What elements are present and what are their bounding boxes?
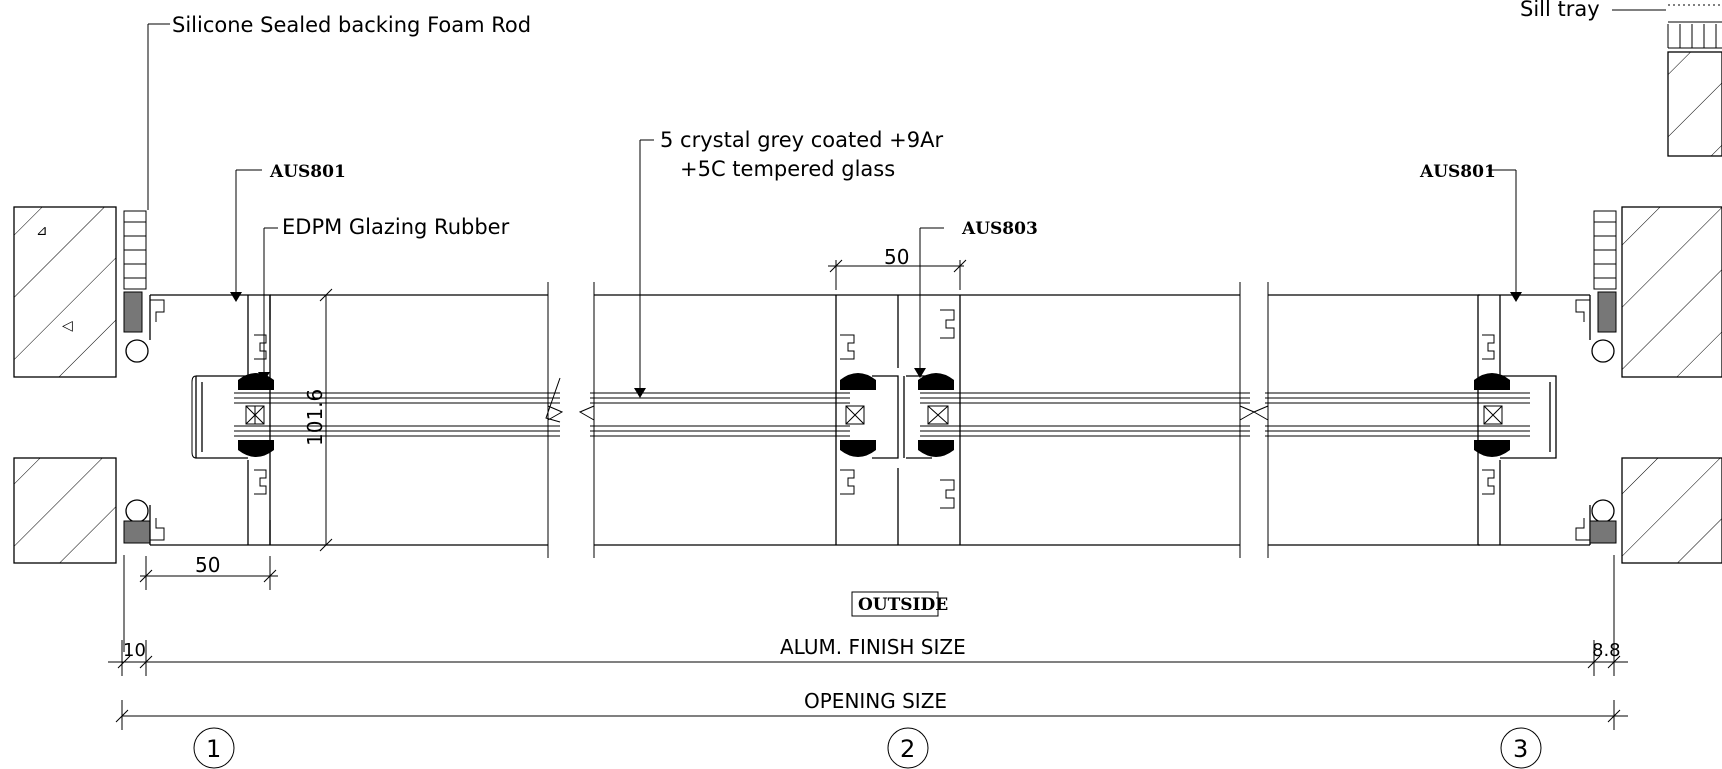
- label-glass-line1: 5 crystal grey coated +9Ar: [660, 128, 943, 152]
- left-wall-upper: ⊿ ◁: [13, 206, 117, 378]
- right-wall-lower: [1589, 457, 1722, 564]
- label-glass-line2: +5C tempered glass: [680, 157, 895, 181]
- mullion-aus803: [835, 295, 961, 545]
- label-foam-rod: Silicone Sealed backing Foam Rod: [172, 13, 531, 37]
- dim-depth: 101.6: [303, 389, 327, 446]
- dim-right-gap: 8.8: [1592, 640, 1621, 661]
- svg-text:◁: ◁: [62, 318, 73, 334]
- svg-text:⊿: ⊿: [36, 223, 48, 239]
- grid-label-1: 1: [206, 735, 221, 763]
- dimension-lines: [108, 259, 1628, 730]
- dim-left-frame: 50: [195, 553, 220, 577]
- dim-alum-finish: ALUM. FINISH SIZE: [780, 635, 966, 659]
- grid-bubbles: [193, 727, 1542, 769]
- igu-glass-lines: [234, 392, 1530, 437]
- outside-box: [851, 591, 939, 617]
- right-wall-upper: [1591, 206, 1722, 378]
- dim-mullion: 50: [884, 245, 909, 269]
- left-gaskets: [238, 373, 274, 457]
- leader-lines: [147, 23, 1522, 398]
- grid-label-3: 3: [1513, 735, 1528, 763]
- label-sill-tray: Sill tray: [1520, 0, 1600, 21]
- left-wall-lower: [13, 457, 117, 564]
- break-lines: [545, 375, 1269, 455]
- grid-label-2: 2: [900, 735, 915, 763]
- sill-tray-detail: [1612, 4, 1722, 157]
- label-outside: OUTSIDE: [858, 595, 948, 615]
- label-glazing-rubber: EDPM Glazing Rubber: [282, 215, 510, 239]
- label-aus801-right: AUS801: [1419, 162, 1496, 182]
- frame-outline-lines: [270, 282, 1480, 558]
- dim-left-gap: 10: [123, 640, 146, 661]
- left-backing-foam: [123, 210, 151, 544]
- left-frame-aus801: [149, 294, 271, 546]
- label-aus801-left: AUS801: [269, 162, 346, 182]
- dim-opening: OPENING SIZE: [804, 689, 947, 713]
- right-frame-aus801: [1474, 294, 1591, 546]
- label-aus803: AUS803: [961, 219, 1038, 239]
